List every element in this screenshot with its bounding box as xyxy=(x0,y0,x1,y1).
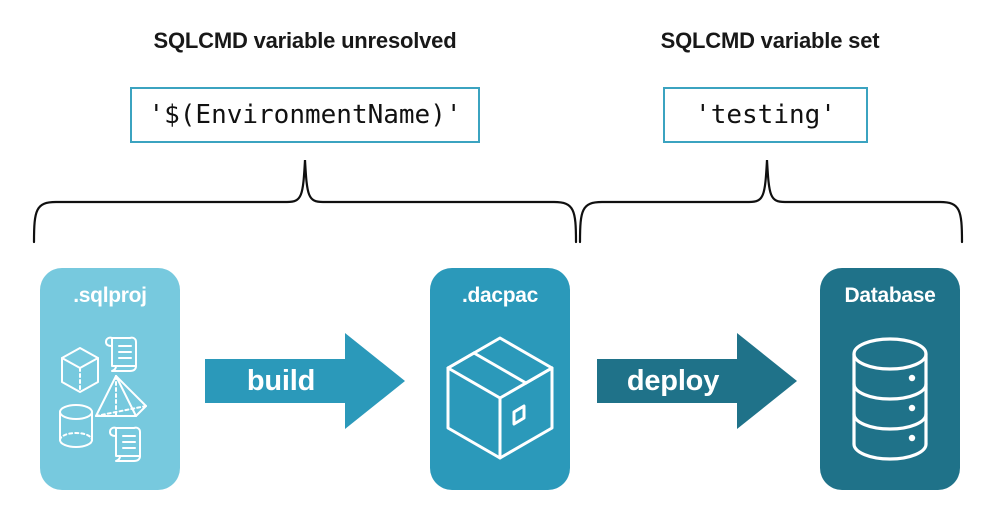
cube-icon xyxy=(61,347,99,393)
artifact-label-database: Database xyxy=(844,284,936,307)
scroll-icon xyxy=(105,336,137,372)
heading-sqlcmd-variable-unresolved: SQLCMD variable unresolved xyxy=(153,28,457,53)
database-cylinder-icon xyxy=(852,337,928,461)
arrow-deploy[interactable]: deploy xyxy=(597,333,797,429)
arrow-build[interactable]: build xyxy=(205,333,405,429)
arrow-build-label: build xyxy=(246,364,316,397)
artifact-box-dacpac[interactable]: .dacpac xyxy=(430,268,570,490)
code-value-box-set: 'testing' xyxy=(663,87,868,143)
artifact-box-sqlproj[interactable]: .sqlproj xyxy=(40,268,180,490)
cylinder-icon xyxy=(59,404,93,448)
package-box-icon xyxy=(446,336,554,460)
curly-brace-right xyxy=(578,159,964,244)
artifact-box-database[interactable]: Database xyxy=(820,268,960,490)
arrow-deploy-label: deploy xyxy=(626,364,720,397)
code-value-box-unresolved: '$(EnvironmentName)' xyxy=(130,87,480,143)
heading-sqlcmd-variable-set: SQLCMD variable set xyxy=(660,28,880,53)
database-contents-art xyxy=(852,337,928,461)
artifact-label-sqlproj: .sqlproj xyxy=(73,284,147,307)
artifact-label-dacpac: .dacpac xyxy=(461,284,539,307)
sqlproj-contents-art xyxy=(59,336,147,462)
curly-brace-left xyxy=(32,159,578,244)
arrow-build-shape xyxy=(205,333,405,429)
arrow-deploy-shape xyxy=(597,333,797,429)
scroll-icon xyxy=(109,426,141,462)
dacpac-contents-art xyxy=(446,336,554,460)
pyramid-icon xyxy=(95,375,147,417)
